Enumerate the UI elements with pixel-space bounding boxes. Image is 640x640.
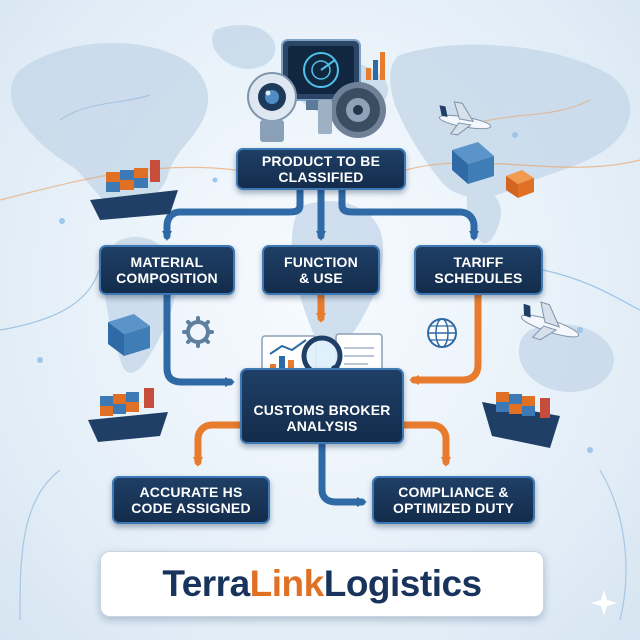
broker-line-2: ANALYSIS — [286, 418, 358, 434]
tariff-line-1: TARIFF — [453, 254, 504, 270]
airplane-icon — [438, 101, 492, 136]
arrow-broker-to-compliance-orange — [400, 421, 451, 467]
cargo-ship-icon — [90, 160, 178, 220]
arrow-broker-to-accurate — [193, 421, 244, 467]
compliance-optimized-duty-box: COMPLIANCE & OPTIMIZED DUTY — [372, 476, 535, 524]
material-composition-box: MATERIAL COMPOSITION — [99, 245, 235, 295]
camera-sensor-icon — [247, 72, 297, 142]
material-line-2: COMPOSITION — [116, 270, 218, 286]
globe-icon — [427, 318, 457, 348]
arrow-broker-to-compliance — [318, 440, 367, 507]
function-line-1: FUNCTION — [284, 254, 358, 270]
product-line-2: CLASSIFIED — [278, 169, 364, 185]
sparkle-icon — [591, 590, 617, 616]
arrow-material-to-broker — [163, 291, 235, 387]
logo-part-logistics: Logistics — [323, 563, 482, 604]
monitor-radar-icon — [281, 39, 361, 110]
cargo-ship-icon — [88, 388, 168, 442]
arrow-product-to-material — [162, 186, 304, 241]
compliance-line-1: COMPLIANCE & — [398, 484, 509, 500]
shipping-container-icon — [108, 314, 150, 356]
shipping-container-icon — [452, 142, 494, 184]
broker-line-1: CUSTOMS BROKER — [253, 402, 391, 418]
cargo-ship-icon — [482, 392, 560, 448]
product-line-1: PRODUCT TO BE — [261, 153, 381, 169]
customs-broker-analysis-box: CUSTOMS BROKER ANALYSIS — [240, 368, 404, 444]
accurate-line-2: CODE ASSIGNED — [131, 500, 251, 516]
product-box: PRODUCT TO BE CLASSIFIED — [236, 148, 406, 190]
accurate-line-1: ACCURATE HS — [139, 484, 243, 500]
logo-part-link: Link — [249, 563, 325, 604]
shipping-container-icon — [506, 170, 534, 198]
gear-icon — [182, 316, 214, 348]
bar-chart-icon — [366, 52, 385, 80]
material-line-1: MATERIAL — [130, 254, 204, 270]
accurate-hs-code-box: ACCURATE HS CODE ASSIGNED — [112, 476, 270, 524]
logo-part-terra: Terra — [162, 563, 250, 604]
tariff-line-2: SCHEDULES — [434, 270, 523, 286]
engine-part-icon — [318, 82, 386, 138]
compliance-line-2: OPTIMIZED DUTY — [392, 500, 515, 516]
tariff-schedules-box: TARIFF SCHEDULES — [414, 245, 543, 295]
function-line-2: & USE — [299, 270, 343, 286]
function-use-box: FUNCTION & USE — [262, 245, 380, 295]
airplane-icon — [520, 301, 580, 341]
arrow-product-to-tariff — [338, 186, 479, 241]
arrow-tariff-to-broker — [409, 291, 482, 385]
